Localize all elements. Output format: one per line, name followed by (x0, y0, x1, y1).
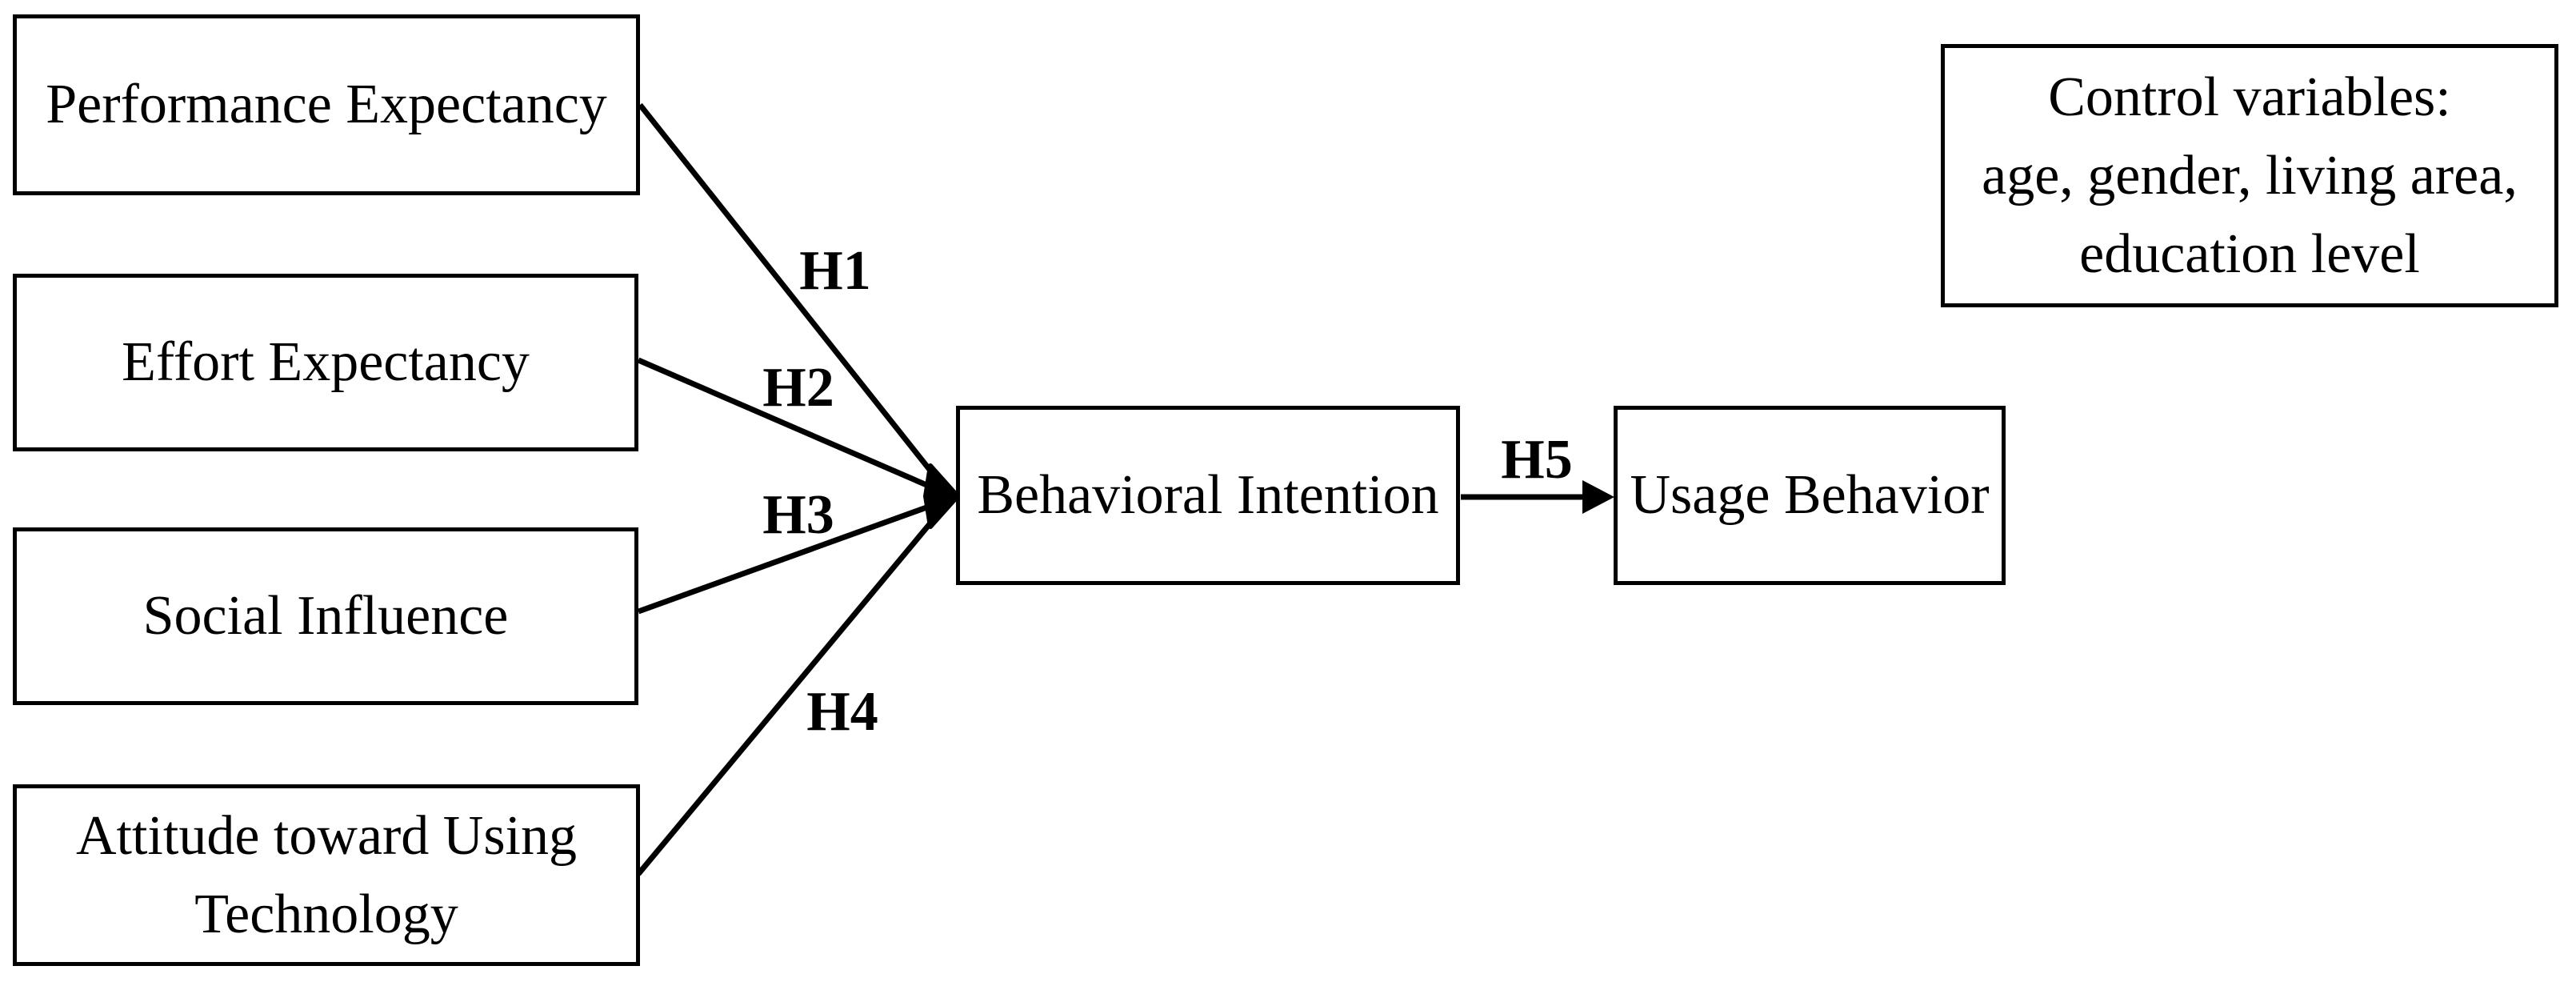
h5-arrowhead-icon (1582, 480, 1614, 514)
hypothesis-label-h3: H3 (762, 484, 834, 546)
control-variables-list-line1: age, gender, living area, (1982, 144, 2518, 206)
node-attitude-toward-using-technology: Attitude toward Using Technology (13, 784, 640, 966)
edge-h1-line (638, 102, 951, 496)
hypothesis-label-h2: H2 (762, 357, 834, 419)
control-variables-box: Control variables: age, gender, living a… (1941, 44, 2558, 307)
hypothesis-label-h5: H5 (1501, 429, 1573, 491)
control-variables-list-line2: education level (2079, 222, 2420, 285)
node-behavioral-intention: Behavioral Intention (956, 406, 1460, 585)
node-performance-expectancy-label: Performance Expectancy (46, 74, 607, 135)
node-effort-expectancy-label: Effort Expectancy (122, 331, 530, 393)
edge-h4-line (636, 499, 951, 876)
node-performance-expectancy: Performance Expectancy (13, 14, 640, 195)
hypothesis-label-h1: H1 (799, 240, 871, 302)
node-social-influence-label: Social Influence (142, 585, 509, 647)
edge-h2-line (637, 357, 950, 498)
convergence-arrowhead-icon (923, 463, 960, 529)
node-attitude-toward-using-technology-label: Attitude toward Using Technology (75, 804, 578, 945)
edge-h3-line (637, 496, 950, 615)
node-usage-behavior-label: Usage Behavior (1630, 464, 1990, 526)
node-usage-behavior: Usage Behavior (1614, 406, 2006, 585)
node-social-influence: Social Influence (13, 527, 638, 705)
hypothesis-label-h4: H4 (806, 681, 878, 743)
node-effort-expectancy: Effort Expectancy (13, 274, 638, 451)
node-behavioral-intention-label: Behavioral Intention (977, 464, 1439, 526)
control-variables-title: Control variables: (2048, 66, 2451, 128)
